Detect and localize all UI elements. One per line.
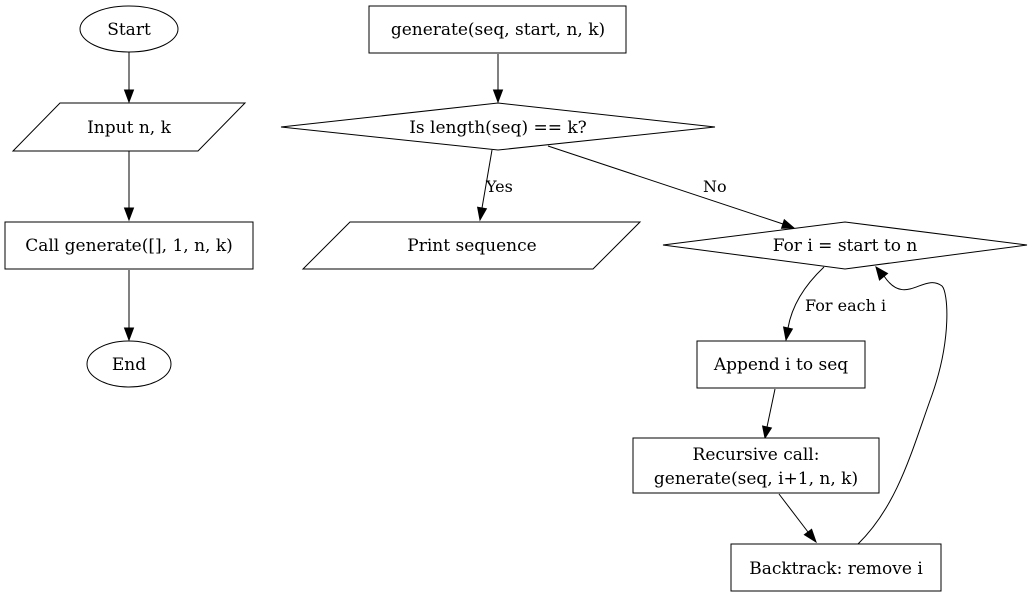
node-generate-func: generate(seq, start, n, k): [368, 5, 627, 54]
edge-call-to-end: [123, 270, 135, 342]
node-append: Append i to seq: [696, 340, 866, 389]
node-for-loop: For i = start to n: [662, 221, 1028, 270]
edge-yes: [476, 149, 493, 222]
node-end: End: [86, 340, 172, 388]
node-length-check-label: Is length(seq) == k?: [409, 118, 587, 138]
edge-no-label: No: [703, 177, 727, 196]
node-backtrack: Backtrack: remove i: [730, 543, 942, 592]
edge-generate-to-check: [492, 54, 504, 104]
node-start-label: Start: [107, 20, 151, 40]
node-recursive-call-line2: generate(seq, i+1, n, k): [654, 469, 858, 489]
edge-append-to-recursive: [761, 388, 776, 440]
node-print-sequence: Print sequence: [301, 221, 642, 270]
node-print-sequence-label: Print sequence: [407, 236, 536, 256]
node-append-label: Append i to seq: [713, 355, 848, 375]
edge-start-to-input: [123, 52, 135, 104]
edge-no: [547, 145, 796, 229]
edge-for-each: [782, 266, 825, 342]
edge-recursive-to-backtrack: [778, 493, 817, 544]
node-recursive-call: Recursive call: generate(seq, i+1, n, k): [632, 437, 880, 494]
node-length-check: Is length(seq) == k?: [280, 102, 716, 151]
node-backtrack-label: Backtrack: remove i: [749, 559, 923, 579]
edge-backtrack-loop: [857, 265, 948, 545]
edge-input-to-call: [123, 151, 135, 222]
node-recursive-call-line1: Recursive call:: [693, 445, 820, 465]
edge-yes-label: Yes: [485, 177, 513, 196]
node-input-label: Input n, k: [87, 118, 171, 138]
node-input: Input n, k: [11, 102, 247, 152]
node-end-label: End: [112, 355, 146, 375]
node-call-generate-label: Call generate([], 1, n, k): [25, 236, 233, 256]
node-for-loop-label: For i = start to n: [773, 236, 918, 256]
node-call-generate: Call generate([], 1, n, k): [4, 221, 254, 270]
edge-for-each-label: For each i: [805, 296, 886, 315]
node-generate-func-label: generate(seq, start, n, k): [391, 20, 605, 40]
node-start: Start: [79, 5, 179, 53]
